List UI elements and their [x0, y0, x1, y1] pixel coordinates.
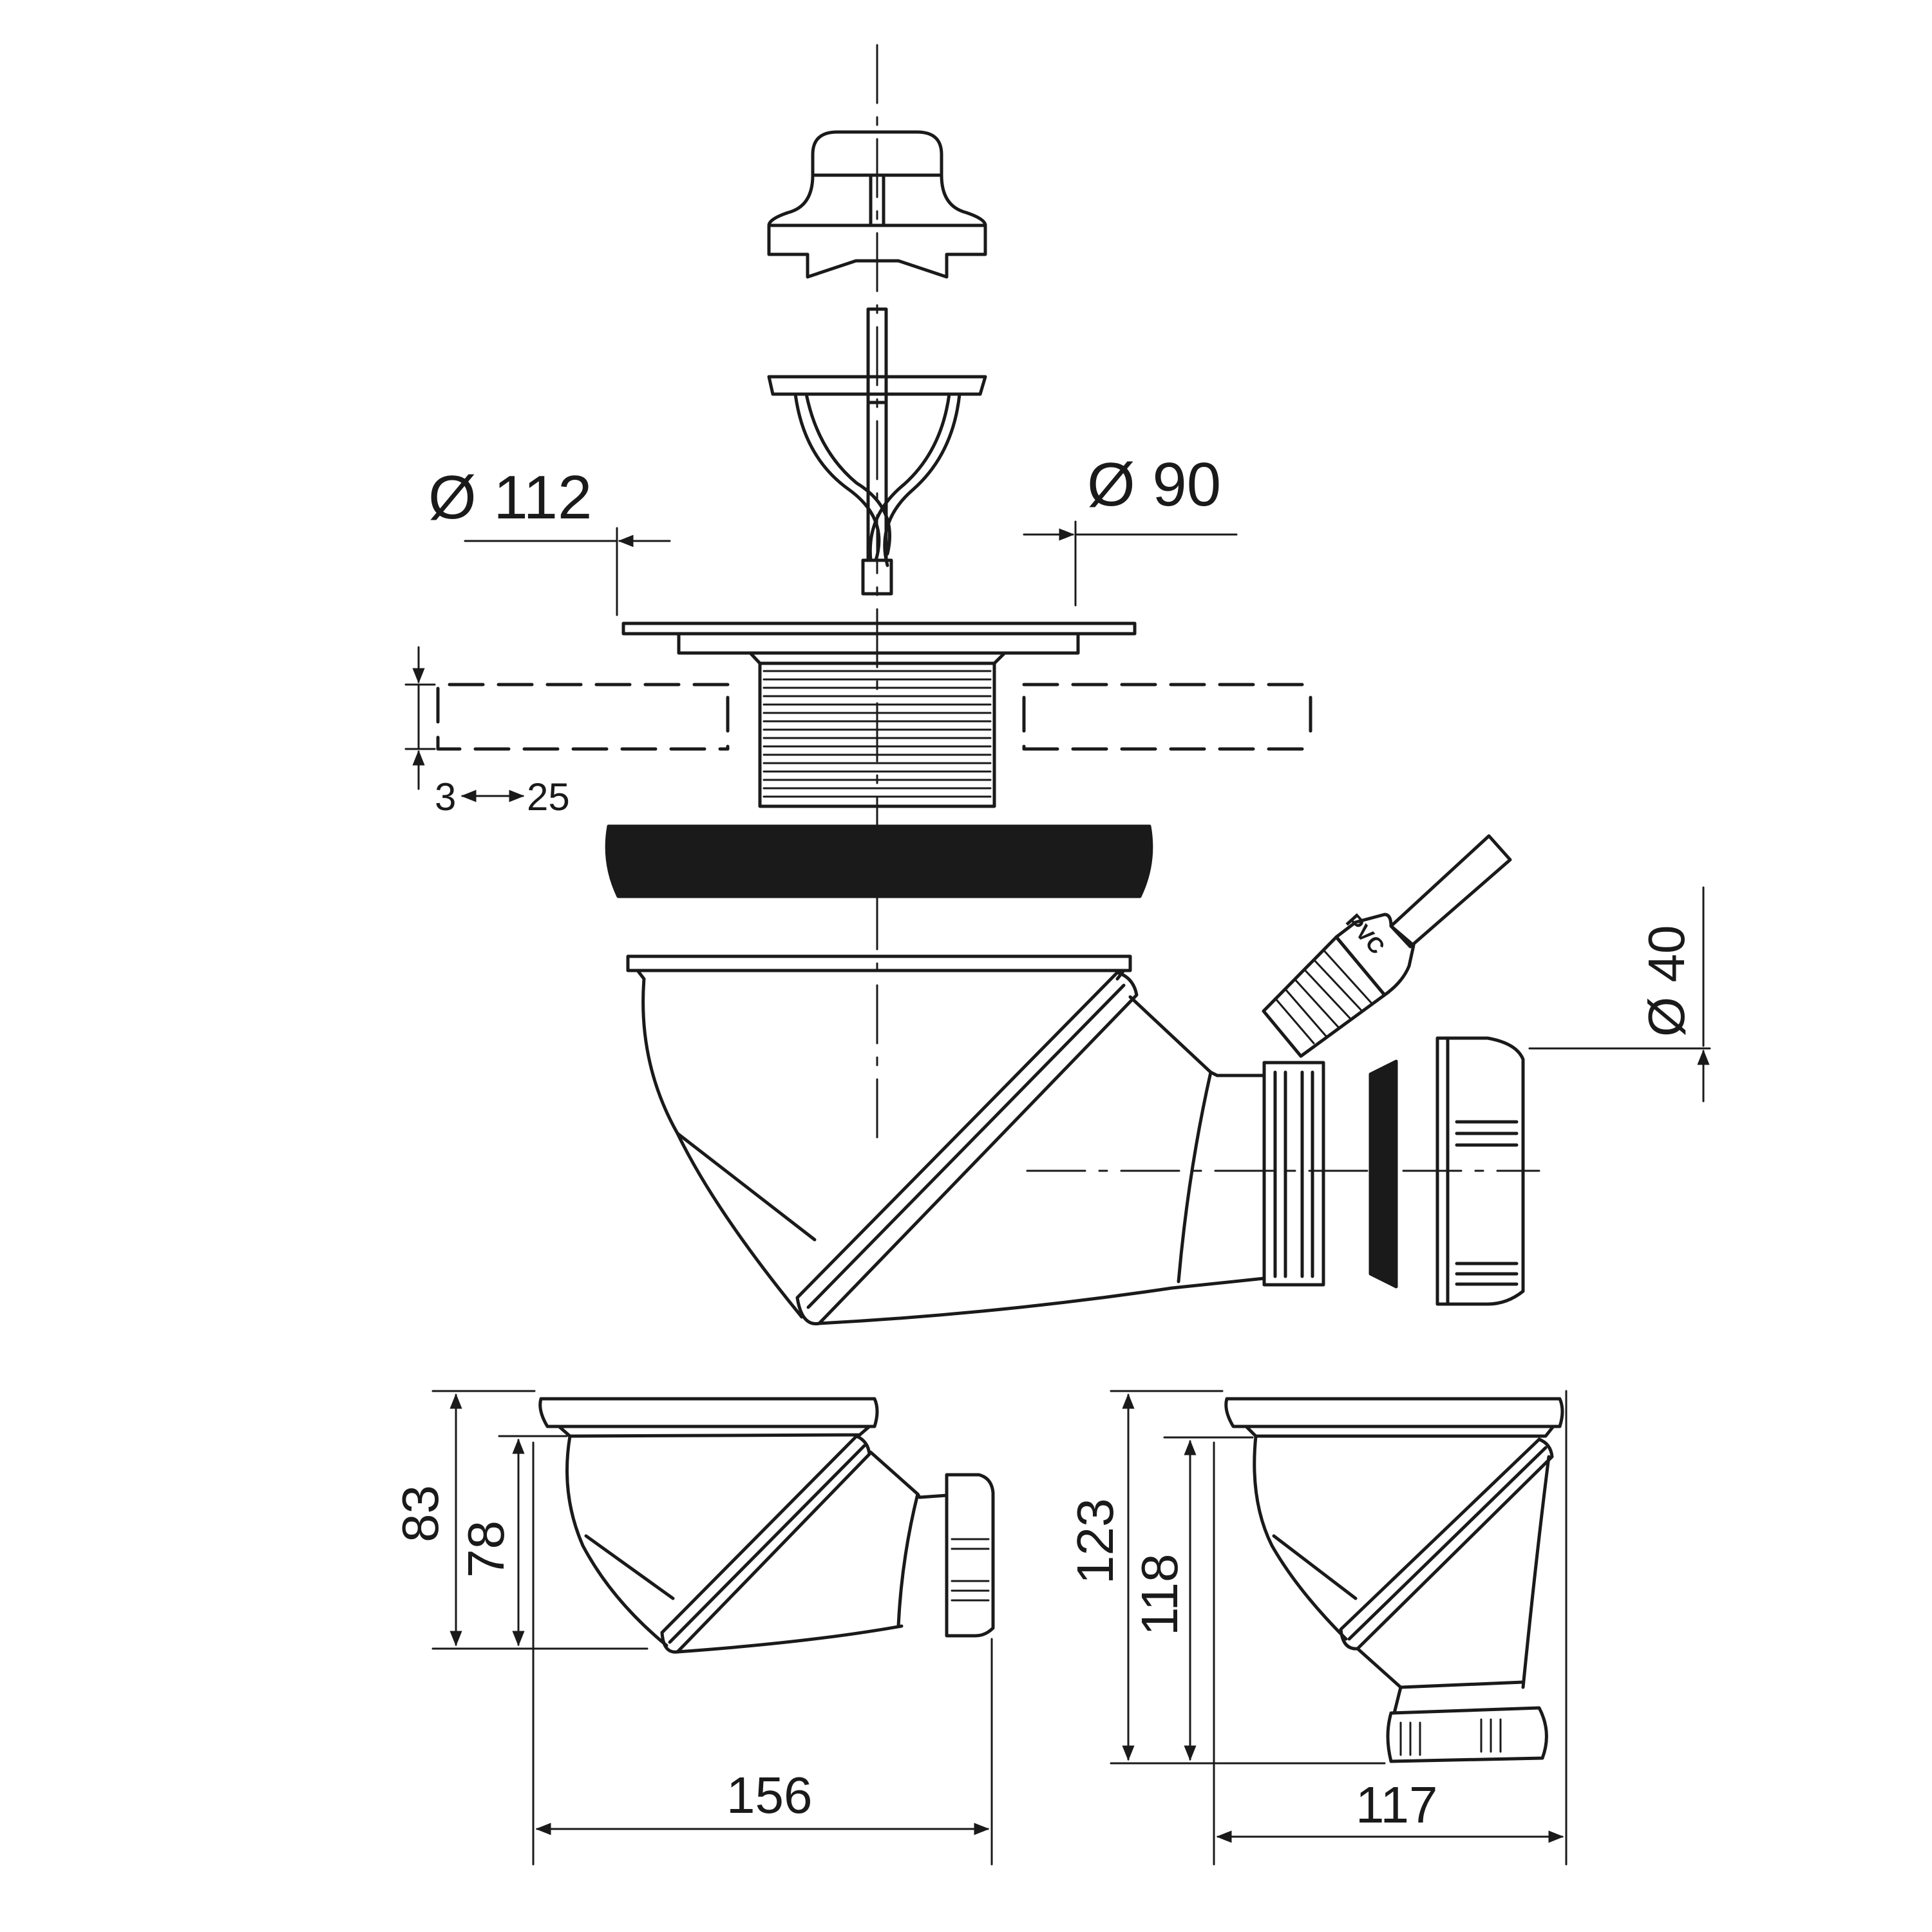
side-view-drain — [538, 1397, 995, 1654]
side-body-height-label: 78 — [457, 1520, 515, 1578]
shower-tray-outline — [436, 683, 1312, 751]
outlet-seal — [1368, 1059, 1398, 1289]
pvc-glue-brush — [1262, 834, 1512, 1058]
front-view-dimensions — [1110, 1390, 1567, 1866]
dim-flange-diameter — [464, 527, 671, 616]
front-overall-width-label: 117 — [1356, 1776, 1438, 1833]
dim-tray-thickness — [404, 646, 525, 802]
front-body-height-label: 118 — [1131, 1553, 1188, 1636]
dim-outlet-diameter — [1528, 886, 1711, 1103]
side-overall-height-label: 83 — [392, 1485, 449, 1542]
tray-thickness-max-label: 25 — [527, 775, 570, 819]
flange-diameter-label: Ø 112 — [428, 463, 592, 532]
thread-lines — [762, 670, 992, 798]
tray-thickness-min-label: 3 — [435, 775, 456, 819]
strainer-cap — [767, 130, 987, 279]
side-overall-width-label: 156 — [726, 1766, 812, 1824]
dim-body-diameter — [1023, 520, 1238, 607]
outlet-nut — [1435, 1036, 1525, 1306]
drain-body — [626, 954, 1325, 1325]
outlet-diameter-label: Ø 40 — [1638, 925, 1695, 1037]
body-diameter-label: Ø 90 — [1087, 450, 1221, 519]
rubber-gasket — [605, 824, 1153, 898]
front-view-drain — [1224, 1397, 1564, 1763]
flange-body — [621, 621, 1137, 808]
front-overall-height-label: 123 — [1066, 1499, 1124, 1584]
stopper-spindle — [767, 307, 987, 596]
side-view-dimensions — [431, 1390, 993, 1866]
